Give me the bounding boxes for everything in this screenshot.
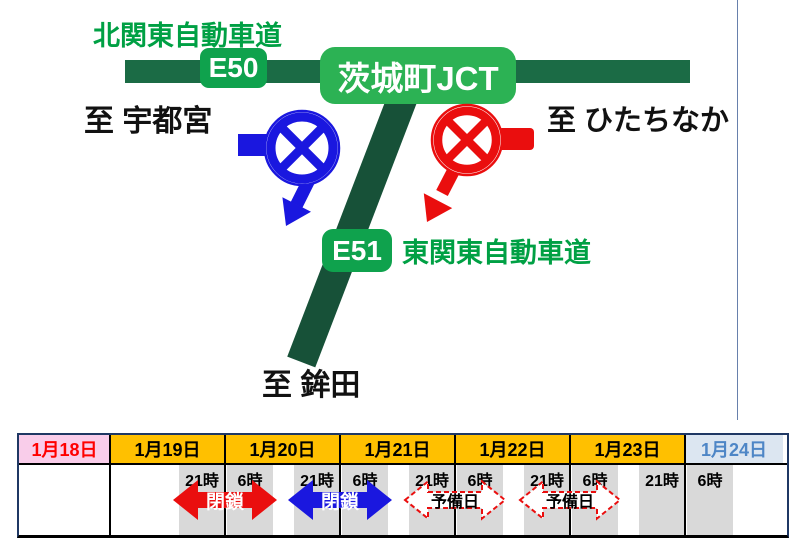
time-label: 6時 xyxy=(697,473,723,490)
time-band: 21時 xyxy=(639,465,685,535)
double-arrow-icon xyxy=(173,480,277,520)
time-band: 6時 xyxy=(687,465,733,535)
kita-kanto-expressway-label: 北関東自動車道 xyxy=(93,21,282,51)
header-separator-line xyxy=(19,463,787,465)
closure-arrow-label: 閉鎖 xyxy=(320,491,359,513)
grid-line xyxy=(109,435,111,535)
reserve-day-arrow-1: 予備日 xyxy=(403,477,507,523)
day-header-jan19: 1月19日 xyxy=(110,435,225,463)
grid-line xyxy=(224,435,226,535)
dest-hokota-label: 至 鉾田 xyxy=(262,369,361,402)
road-closed-sign-blue-icon xyxy=(238,109,341,226)
closure-arrow-label: 閉鎖 xyxy=(205,491,244,513)
reserve-day-label: 予備日 xyxy=(545,494,594,511)
dest-utsunomiya-label: 至 宇都宮 xyxy=(84,105,213,138)
e51-badge: E51 xyxy=(322,229,392,272)
higashi-kanto-expressway-label: 東関東自動車道 xyxy=(402,238,591,268)
reserve-day-label: 予備日 xyxy=(430,494,479,511)
grid-line xyxy=(684,435,686,535)
right-divider-line xyxy=(737,0,738,420)
double-arrow-icon xyxy=(403,479,507,521)
double-arrow-icon xyxy=(288,480,392,520)
junction-badge: 茨城町JCT xyxy=(320,47,516,104)
closure-arrow-blue: 閉鎖 xyxy=(288,477,392,523)
reserve-day-arrow-2: 予備日 xyxy=(518,477,622,523)
blue-arrow-tail xyxy=(238,134,270,156)
day-header-jan18: 1月18日 xyxy=(19,435,110,463)
double-arrow-icon xyxy=(518,479,622,521)
day-header-jan22: 1月22日 xyxy=(455,435,570,463)
closure-schedule-table: 1月18日 1月19日 1月20日 1月21日 1月22日 1月23日 1月24… xyxy=(17,433,789,538)
blue-arrow-head xyxy=(282,197,311,226)
red-sign-x xyxy=(445,118,489,162)
red-arrow-head xyxy=(423,193,453,222)
road-closed-sign-red-icon xyxy=(423,103,534,222)
e50-badge: E50 xyxy=(200,48,267,88)
blue-sign-x xyxy=(279,125,325,171)
day-header-jan21: 1月21日 xyxy=(340,435,455,463)
day-header-jan23: 1月23日 xyxy=(570,435,685,463)
grid-line xyxy=(339,435,341,535)
closure-arrow-red: 閉鎖 xyxy=(173,477,277,523)
grid-line xyxy=(569,435,571,535)
day-header-jan20: 1月20日 xyxy=(225,435,340,463)
red-arrow-tail xyxy=(498,128,534,150)
day-header-jan24: 1月24日 xyxy=(685,435,783,463)
dest-hitachinaka-label: 至 ひたちなか xyxy=(547,105,730,137)
grid-line xyxy=(454,435,456,535)
time-label: 21時 xyxy=(645,473,679,490)
